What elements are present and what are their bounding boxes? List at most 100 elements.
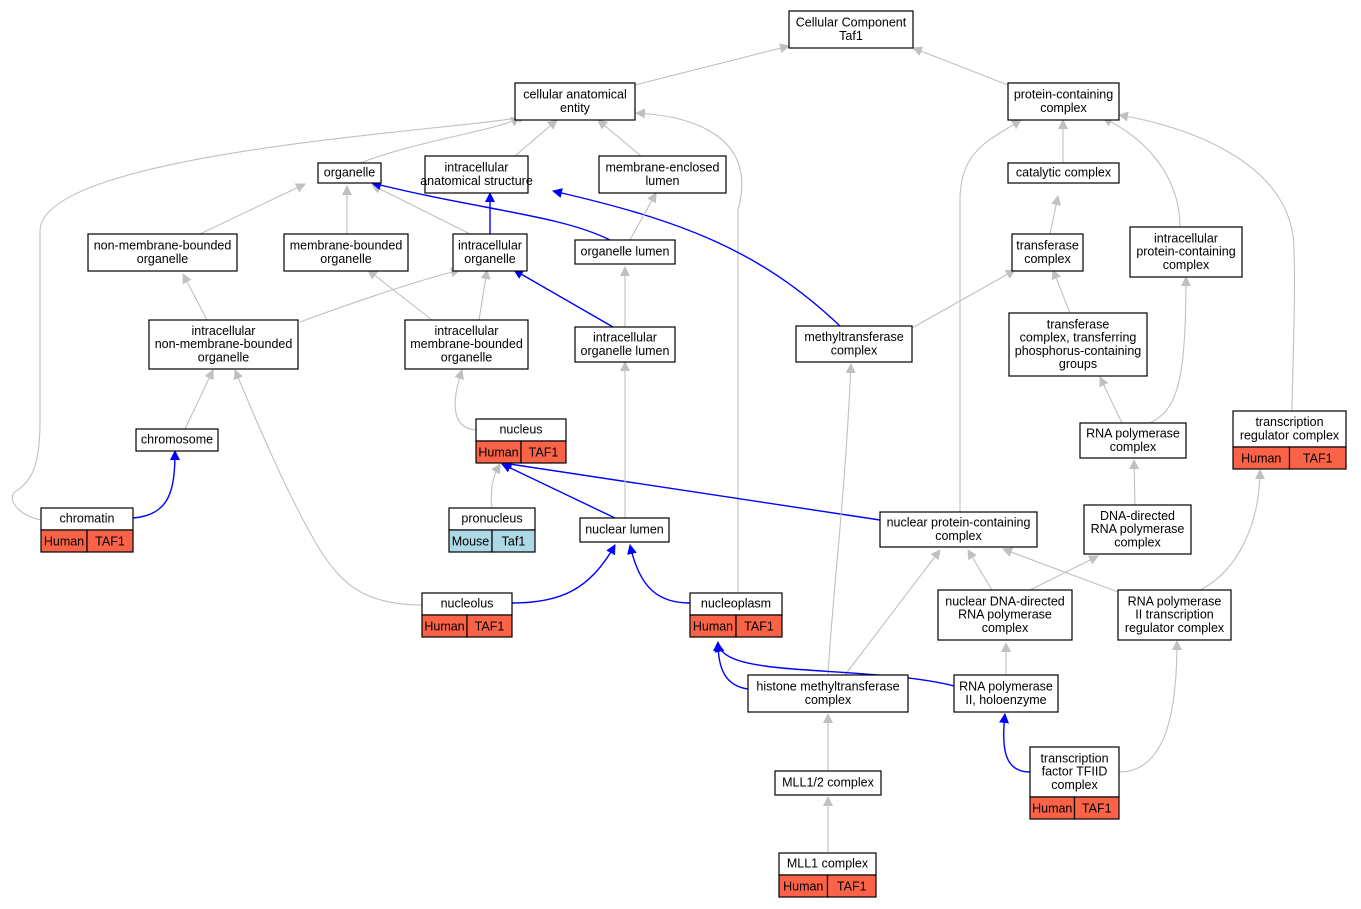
gene-tag-cell [466, 614, 513, 638]
edge-layer [11, 43, 1296, 853]
node-box [424, 155, 529, 194]
node-label-line: transferase [1016, 239, 1079, 253]
edge-chromosome-to-inmbo-is-a [184, 369, 214, 430]
node-box [1079, 422, 1187, 459]
node-label-line: pronucleus [461, 512, 522, 526]
node-label-line: RNA polymerase [1091, 522, 1185, 536]
node-label-line: catalytic complex [1016, 166, 1112, 180]
node-box [937, 589, 1073, 641]
node-label-line: complex, transferring [1020, 331, 1137, 345]
node-box [317, 162, 382, 184]
node-nl[interactable]: nuclear lumen [579, 517, 670, 543]
node-organelle[interactable]: organelle [317, 162, 382, 184]
edge-hmtc-to-npcc-is-a [844, 549, 941, 676]
edge-imbo-to-io-is-a [478, 269, 491, 321]
node-label-line: RNA polymerase [958, 608, 1052, 622]
gene-tag-cell [86, 529, 134, 553]
node-label-line: complex [1024, 252, 1071, 266]
edge-nucleolus-to-inmbo-is-a [233, 369, 423, 606]
gene-tag-label: TAF1 [1303, 452, 1333, 466]
node-box [1129, 226, 1243, 278]
node-box [1007, 162, 1120, 184]
gene-tag-label: TAF1 [475, 620, 505, 634]
node-box [574, 239, 676, 265]
node-label-line: regulator complex [1125, 621, 1225, 635]
gene-tag-label: TAF1 [744, 620, 774, 634]
node-box [795, 325, 913, 363]
node-label-line: entity [560, 101, 591, 115]
edge-nucleoplasm-to-nl-part-of [627, 544, 691, 604]
edge-io-to-organelle-is-a [371, 184, 471, 235]
node-label-line: Taf1 [839, 29, 863, 43]
species-tag-label: Human [44, 535, 84, 549]
edge-nl-to-nucleus-part-of [501, 463, 616, 519]
node-label-line: DNA-directed [1100, 509, 1175, 523]
node-label-line: Cellular Component [796, 16, 907, 30]
node-label-line: organelle lumen [581, 344, 670, 358]
node-label-line: factor TFIID [1042, 765, 1108, 779]
node-label-line: complex [982, 621, 1029, 635]
node-label-line: nuclear protein-containing [887, 516, 1031, 530]
edge-inmbo-to-nmbo-is-a [182, 273, 208, 321]
gene-tag-cell [735, 614, 783, 638]
node-label-line: intracellular [1154, 231, 1218, 245]
edge-npcc-to-pcc-is-a [959, 119, 1022, 512]
node-mll12[interactable]: MLL1/2 complex [774, 770, 882, 796]
node-label-line: RNA polymerase [1128, 594, 1222, 608]
species-tag-label: Human [478, 446, 518, 460]
node-label-line: organelle [137, 252, 188, 266]
node-box [87, 233, 238, 272]
node-box [774, 770, 882, 796]
node-catc[interactable]: catalytic complex [1007, 162, 1120, 184]
gene-tag-label: TAF1 [1082, 802, 1112, 816]
node-label-line: nuclear DNA-directed [945, 594, 1065, 608]
node-inmbo[interactable]: intracellularnon-membrane-boundedorganel… [148, 319, 299, 370]
node-box [1232, 410, 1347, 448]
node-box [598, 155, 727, 194]
node-label-line: anatomical structure [420, 174, 533, 188]
node-box [135, 428, 219, 452]
node-label-line: histone methyltransferase [756, 680, 899, 694]
node-label-line: intracellular [435, 324, 499, 338]
edge-tc-to-catc-is-a [1049, 195, 1062, 235]
gene-tag-label: TAF1 [95, 535, 125, 549]
edge-nddrnap-to-npcc-is-a [967, 549, 993, 591]
node-label-line: chromatin [60, 512, 115, 526]
gene-tag-cell [826, 874, 877, 898]
node-ol[interactable]: organelle lumen [574, 239, 676, 265]
edge-ol-to-organelle-part-of [371, 180, 611, 241]
node-box [283, 233, 409, 272]
edge-nucleoplasm-to-cae-is-a [635, 108, 743, 593]
node-label-line: complex [1051, 778, 1098, 792]
node-chromosome[interactable]: chromosome [135, 428, 219, 452]
